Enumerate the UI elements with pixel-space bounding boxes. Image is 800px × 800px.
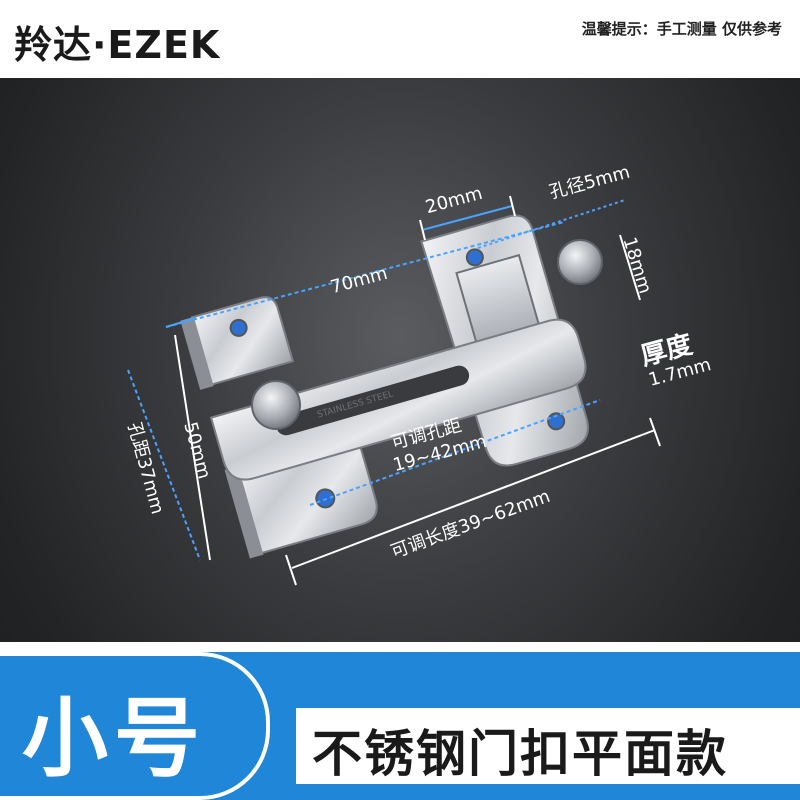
size-label: 小号: [22, 689, 206, 789]
right-knob: [557, 239, 603, 285]
dimension-lines: [127, 195, 661, 586]
product-name: 不锈钢门扣平面款: [312, 725, 728, 783]
left-top-bracket: [180, 296, 295, 390]
left-knob: [251, 380, 301, 430]
size-badge: [0, 652, 270, 800]
product-name-box: [296, 708, 800, 784]
header-bar: 羚达·EZEK 温馨提示：手工测量 仅供参考: [0, 0, 800, 78]
slotted-arm: [209, 318, 587, 481]
brand-logo: 羚达·EZEK: [14, 23, 221, 67]
measurement-tip: 温馨提示：手工测量 仅供参考: [581, 20, 782, 38]
